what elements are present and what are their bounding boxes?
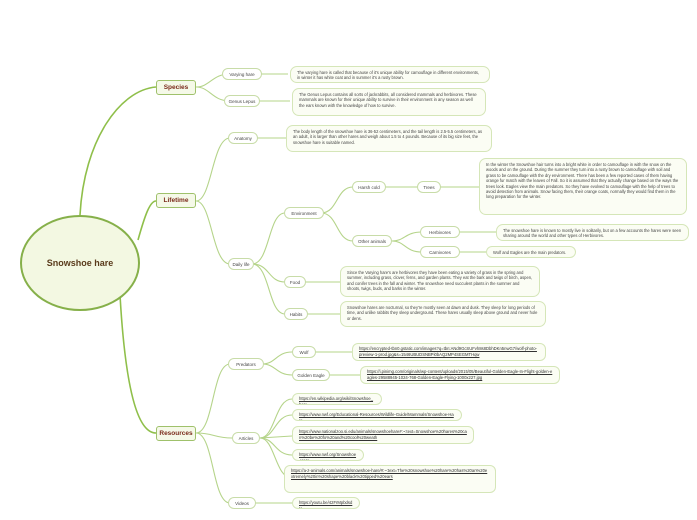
habits-label: Habits (289, 311, 303, 317)
predators-label: Predators (236, 361, 256, 367)
varying-hare-label: Varying hare (229, 71, 255, 77)
connector-daily-food (251, 263, 286, 283)
carnivores-label: Carnivores (429, 249, 451, 255)
species-node[interactable]: Species (156, 80, 196, 95)
daily-life-label: Daily life (232, 261, 250, 267)
wolf-node[interactable]: Wolf (292, 346, 316, 358)
article-link-4[interactable]: https://www.nwf.org/Snowshoe-Hare (292, 449, 364, 461)
lifetime-node[interactable]: Lifetime (156, 193, 196, 208)
videos-label: Videos (235, 500, 249, 506)
connector-predators-eagle (261, 363, 293, 376)
connector-lifetime-anatomy (195, 137, 231, 202)
harsh-cold-label: Harsh cold (358, 184, 380, 190)
anatomy-node[interactable]: Anatomy (228, 132, 258, 144)
connector-daily-env (251, 212, 286, 265)
anatomy-note: The body length of the snowshoe hare is … (286, 125, 492, 152)
connector-articles-link4 (259, 437, 293, 456)
resources-label: Resources (159, 430, 193, 437)
connector-lifetime-daily (195, 200, 231, 265)
genus-lepus-note: The Genus Lepus contains all sorts of ja… (292, 88, 486, 116)
connector-daily-habits (251, 263, 286, 315)
root-node[interactable]: Snowshoe hare (20, 215, 140, 311)
harsh-cold-node[interactable]: Harsh cold (352, 181, 386, 193)
root-label: Snowshoe hare (46, 258, 114, 268)
varying-hare-node[interactable]: Varying hare (222, 68, 262, 80)
connector-env-harsh (320, 186, 354, 214)
herbivores-node[interactable]: Herbivores (420, 226, 460, 238)
anatomy-label: Anatomy (234, 135, 252, 141)
carnivores-node[interactable]: Carnivores (420, 246, 460, 258)
article-link-2[interactable]: https://www.nwf.org/Educational-Resource… (292, 409, 462, 421)
genus-lepus-label: Genus Lepus (228, 98, 256, 104)
article-link-5[interactable]: https://a-z-animals.com/animals/snowshoe… (284, 465, 496, 493)
connector-root-lifetime (137, 200, 157, 241)
food-note: Since the Varying hare's are herbivores … (340, 266, 540, 297)
genus-lepus-node[interactable]: Genus Lepus (224, 95, 260, 107)
habits-note: Snowshoe hares are nocturnal, so they're… (340, 301, 546, 327)
habits-node[interactable]: Habits (284, 308, 308, 320)
connector-other-herb (391, 231, 423, 242)
connector-root-resources (119, 294, 157, 434)
resources-node[interactable]: Resources (156, 426, 196, 441)
articles-node[interactable]: Articles (232, 432, 260, 444)
article-link-1[interactable]: https://en.wikipedia.org/wiki/Snowshoe_h… (292, 393, 382, 405)
varying-hare-note: The varying hare is called that because … (290, 66, 490, 83)
connector-articles-link3 (259, 435, 293, 439)
trees-note: In the winter the Snowshoe hair turns in… (479, 158, 687, 215)
carnivores-note: Wolf and Eagles are the main predators. (486, 246, 576, 258)
trees-label: Trees (423, 184, 435, 190)
connector-other-carn (391, 240, 423, 253)
videos-node[interactable]: Videos (228, 497, 256, 509)
golden-eagle-label: Golden Eagle (297, 372, 325, 378)
trees-node[interactable]: Trees (417, 181, 441, 193)
connector-articles-link2 (259, 414, 293, 439)
golden-eagle-image-link[interactable]: https://i.pinimg.com/originals/wp-conten… (360, 366, 560, 384)
herbivores-label: Herbivores (429, 229, 451, 235)
other-animals-node[interactable]: Other animals (352, 235, 392, 247)
food-label: Food (289, 279, 301, 285)
species-label: Species (163, 84, 189, 91)
golden-eagle-node[interactable]: Golden Eagle (292, 369, 330, 381)
connector-root-species (79, 86, 157, 216)
video-link[interactable]: https://youtu.be/42FrMpbdsdY (292, 497, 360, 509)
environment-label: Environment (291, 210, 317, 216)
lifetime-label: Lifetime (163, 197, 189, 204)
wolf-image-link[interactable]: https://encrypted-tbn0.gstatic.com/image… (352, 343, 546, 361)
article-link-3[interactable]: https://www.nationalzoo.si.edu/animals/s… (292, 426, 474, 444)
connector-resources-videos (195, 432, 231, 504)
connector-resources-articles (195, 432, 233, 439)
other-animals-label: Other animals (357, 238, 386, 244)
connector-env-other (320, 212, 354, 242)
food-node[interactable]: Food (284, 276, 306, 288)
connector-predators-wolf (261, 351, 293, 365)
articles-label: Articles (238, 435, 254, 441)
herbivores-note: The snowshoe hare is known to mostly liv… (496, 224, 689, 241)
environment-node[interactable]: Environment (284, 207, 324, 219)
daily-life-node[interactable]: Daily life (228, 258, 254, 270)
wolf-label: Wolf (299, 349, 309, 355)
predators-node[interactable]: Predators (228, 358, 264, 370)
connector-articles-link1 (259, 398, 293, 439)
connector-resources-predators (195, 363, 231, 434)
